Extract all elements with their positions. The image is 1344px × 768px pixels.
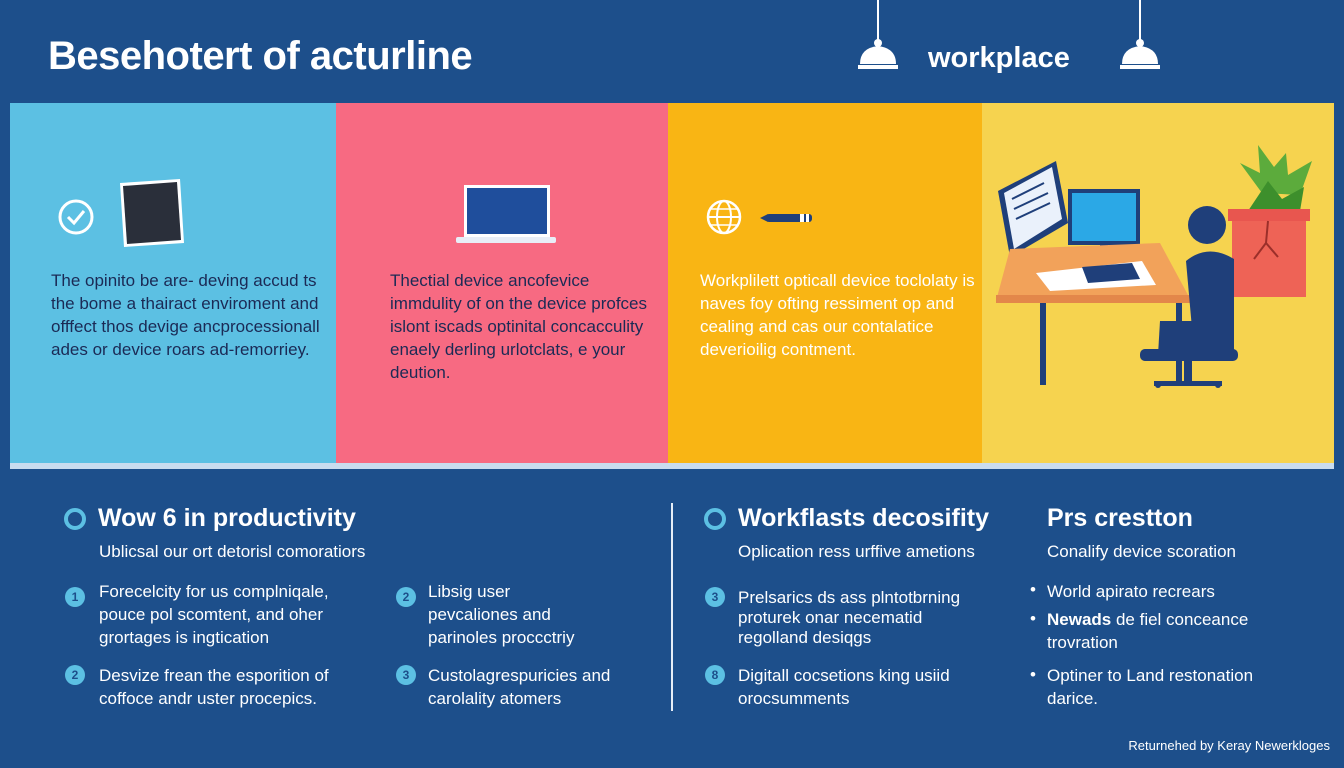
list-item: Optiner to Land restonation darice. <box>1047 666 1254 708</box>
check-circle-icon <box>58 199 94 235</box>
page-title: Besehotert of acturline <box>48 34 473 78</box>
section-creation: Prs crestton <box>1047 504 1193 533</box>
panel-text: The opinito be are- deving accud ts the … <box>51 271 320 359</box>
bullet-dot-icon: • <box>1030 665 1036 684</box>
laptop-icon <box>456 185 556 243</box>
list-item: Digitall cocsetions king usiid orocsumme… <box>738 666 950 708</box>
ring-bullet-icon <box>704 507 726 530</box>
panel-divider-strip <box>10 463 1334 469</box>
section-subtitle: Ublicsal our ort detorisl comoratiors <box>99 542 366 561</box>
section-title: Prs crestton <box>1047 504 1193 532</box>
section-workflow: Workflasts decosifity <box>704 504 989 533</box>
section-divider <box>671 503 673 711</box>
panel-blue: The opinito be are- deving accud ts the … <box>10 103 336 463</box>
panel-orange: Workplilett opticall device toclolaty is… <box>668 103 982 463</box>
number-badge: 8 <box>705 665 725 685</box>
section-title: Workflasts decosifity <box>738 504 990 532</box>
list-item-text: de fiel conceance trovration <box>1047 610 1249 652</box>
section-subtitle: Conalify device scoration <box>1047 542 1236 561</box>
number-badge: 3 <box>396 665 416 685</box>
pen-icon <box>760 214 812 222</box>
brand-label: workplace <box>928 42 1070 74</box>
number-badge: 1 <box>65 587 85 607</box>
tablet-icon <box>120 179 184 247</box>
globe-icon <box>706 199 742 235</box>
ceiling-lamp-icon <box>858 0 898 69</box>
section-subtitle: Oplication ress urffive ametions <box>738 542 975 561</box>
bullet-dot-icon: • <box>1030 609 1036 628</box>
workstation-illustration <box>996 145 1312 388</box>
list-item: Libsig user pevcaliones and parinoles pr… <box>428 582 575 647</box>
panel-text: Thectial device ancofevice immdulity of … <box>390 271 648 382</box>
ceiling-lamp-icon <box>1120 0 1160 69</box>
number-badge: 3 <box>705 587 725 607</box>
list-item: Prelsarics ds ass plntotbrning proturek … <box>738 588 961 647</box>
list-item-lead: Newads <box>1047 610 1112 629</box>
section-title: Wow 6 in productivity <box>98 504 356 532</box>
ring-bullet-icon <box>64 507 86 530</box>
bullet-dot-icon: • <box>1030 580 1036 599</box>
feature-panels: The opinito be are- deving accud ts the … <box>10 103 1334 463</box>
list-item: World apirato recrears <box>1047 582 1215 601</box>
number-badge: 2 <box>396 587 416 607</box>
panel-yellow <box>982 103 1334 463</box>
panel-pink: Thectial device ancofevice immdulity of … <box>336 103 668 463</box>
list-item: Forecelcity for us complniqale, pouce po… <box>99 582 329 647</box>
section-productivity: Wow 6 in productivity <box>64 504 356 533</box>
list-item: Newads de fiel conceance trovration <box>1047 608 1277 654</box>
list-item: Desvize frean the esporition of coffoce … <box>99 666 329 708</box>
list-item: Custolagrespuricies and carolality atome… <box>428 666 611 708</box>
footer-credit: Returnehed by Keray Newerkloges <box>1128 738 1330 753</box>
panel-text: Workplilett opticall device toclolaty is… <box>700 271 975 359</box>
number-badge: 2 <box>65 665 85 685</box>
